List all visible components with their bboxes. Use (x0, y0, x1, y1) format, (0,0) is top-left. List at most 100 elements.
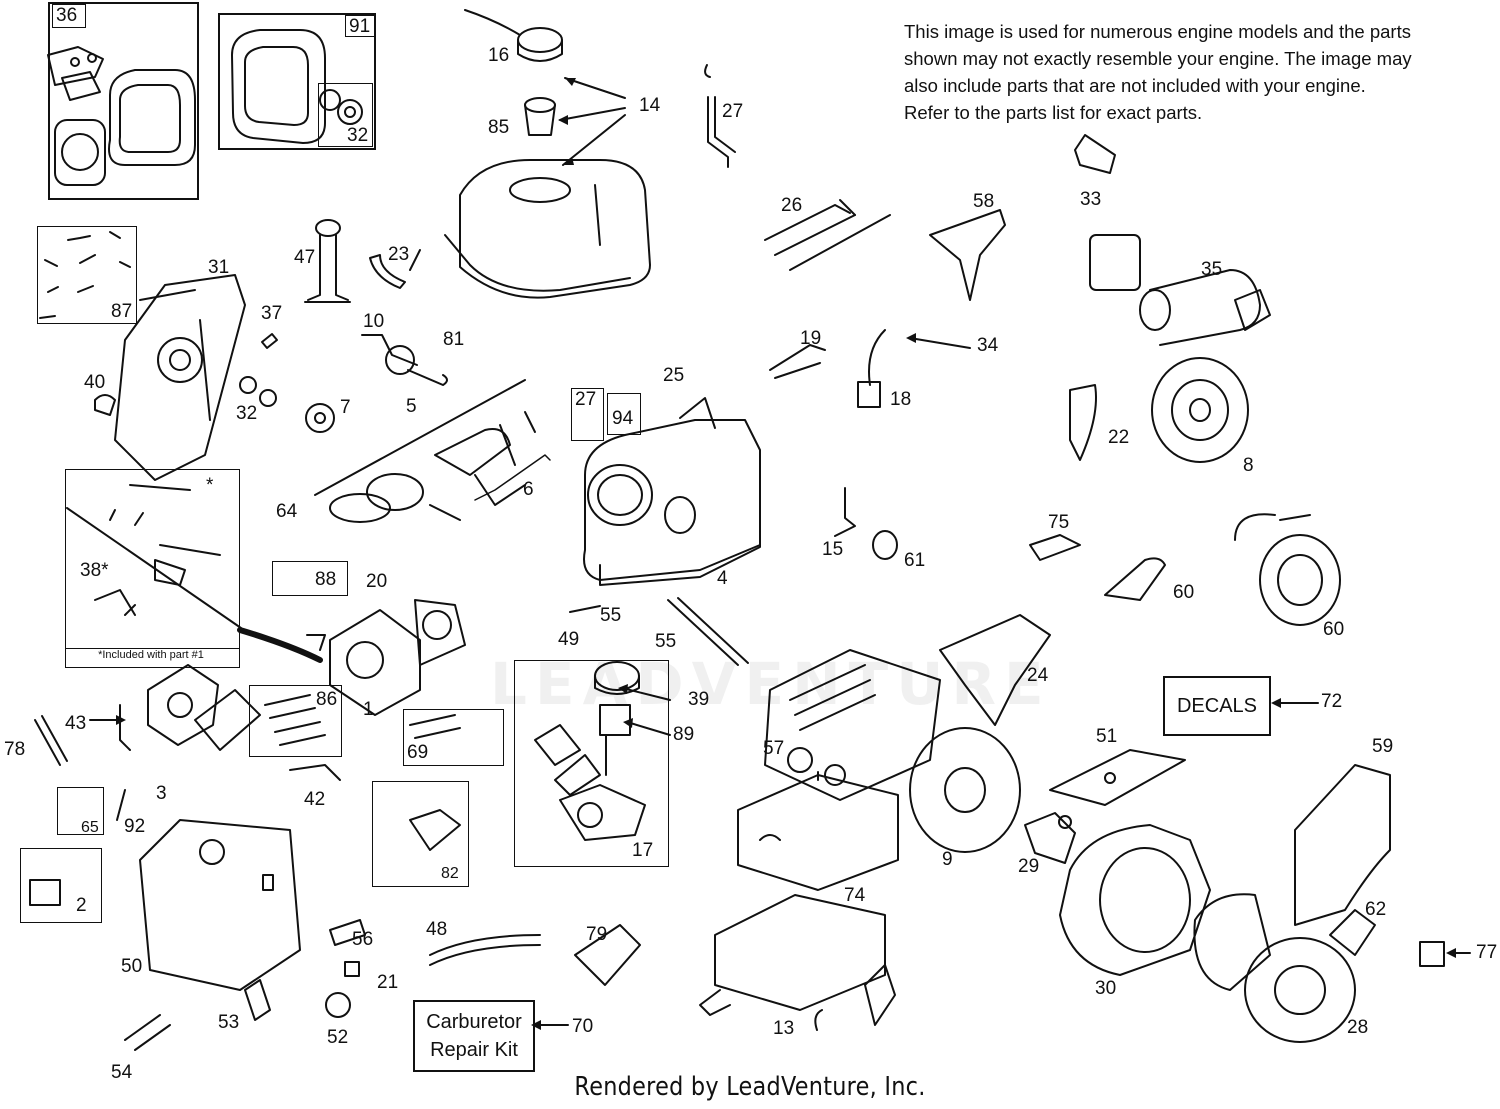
piston-assembly-drawing (314, 379, 536, 523)
callout-1: 1 (363, 699, 374, 720)
starter-motor-drawing (1074, 134, 1271, 346)
callout-87: 87 (111, 301, 133, 322)
callout-77: 77 (1476, 942, 1498, 963)
parts-65-box (57, 787, 104, 835)
disclaimer-line: also include parts that are not included… (904, 75, 1366, 96)
callout-57: 57 (763, 738, 785, 759)
disclaimer-text: This image is used for numerous engine m… (904, 18, 1484, 126)
callout-43: 43 (65, 713, 87, 734)
callout-65: 65 (81, 819, 99, 836)
callout-82: 82 (441, 865, 459, 882)
callout-89: 89 (673, 724, 695, 745)
parts-69-box (403, 709, 504, 766)
choke-rod-27-drawing (704, 64, 736, 168)
callout-88: 88 (315, 569, 337, 590)
callout-27: 27 (722, 101, 744, 122)
callout-70: 70 (572, 1016, 594, 1037)
callout-69: 69 (407, 742, 429, 763)
callout-55: 55 (600, 605, 622, 626)
callout-79: 79 (586, 924, 608, 945)
valve-kit-drawing (66, 484, 242, 629)
callout-55: 55 (655, 631, 677, 652)
footer-credit: Rendered by LeadVenture, Inc. (574, 1072, 926, 1102)
part-77-drawing (1419, 941, 1445, 967)
parts-86-box (249, 685, 342, 757)
callout-56: 56 (352, 929, 374, 950)
decals-label: DECALS (1176, 695, 1258, 717)
decals-label-box: DECALS (1163, 676, 1271, 736)
cooling-fan-drawing (909, 727, 1076, 864)
callout-5: 5 (406, 396, 417, 417)
callout-34: 34 (977, 335, 999, 356)
callout-27: 27 (575, 389, 597, 410)
fuel-tank-drawing (409, 9, 651, 299)
callout-91: 91 (349, 16, 371, 37)
watermark: LEADVENTURE (490, 650, 1052, 718)
callout-59: 59 (1372, 736, 1394, 757)
callout-2: 2 (76, 895, 87, 916)
shroud-panel-59-drawing (1294, 764, 1391, 926)
callout-78: 78 (4, 739, 26, 760)
gasket-91-drawing (231, 29, 363, 144)
callout-50: 50 (121, 956, 143, 977)
muffler-guard-drawing (764, 649, 941, 801)
bracket-lines (474, 454, 551, 501)
dipstick-and-hose-drawing (304, 219, 406, 303)
misc-parts-drawing (29, 664, 641, 1051)
bolt-set-87-drawing (39, 231, 131, 319)
kit-note: *Included with part #1 (98, 649, 204, 661)
carburetor-repair-kit-box: Carburetor Repair Kit (413, 1000, 535, 1072)
callout-29: 29 (1018, 856, 1040, 877)
callout-85: 85 (488, 117, 510, 138)
gasket-91-box (218, 13, 376, 150)
callout-10: 10 (363, 311, 385, 332)
callout-star: * (206, 475, 214, 496)
base-plate-51-drawing (1049, 749, 1186, 806)
callout-60: 60 (1173, 582, 1195, 603)
muffler-drawing (699, 771, 899, 1031)
callout-92: 92 (124, 816, 146, 837)
callout-22: 22 (1108, 427, 1130, 448)
callout-13: 13 (773, 1018, 795, 1039)
gasket-set-82-box (372, 781, 469, 887)
recoil-starter-drawing (1244, 909, 1376, 1043)
callout-86: 86 (316, 689, 338, 710)
callout-53: 53 (218, 1012, 240, 1033)
callout-31: 31 (208, 257, 230, 278)
callout-24: 24 (1027, 665, 1049, 686)
carburetor-repair-kit-line1: Carburetor (426, 1011, 522, 1033)
carburetor-repair-kit-line2: Repair Kit (430, 1039, 518, 1061)
disclaimer-line: shown may not exactly resemble your engi… (904, 48, 1412, 69)
carburetor-drawing (534, 661, 646, 841)
callout-36: 36 (56, 5, 78, 26)
callout-54: 54 (111, 1062, 133, 1083)
bolt-set-87-box (37, 226, 137, 324)
callout-72: 72 (1321, 691, 1343, 712)
callout-33: 33 (1080, 189, 1102, 210)
callout-60: 60 (1323, 619, 1345, 640)
callout-51: 51 (1096, 726, 1118, 747)
callout-20: 20 (366, 571, 388, 592)
callout-64: 64 (276, 501, 298, 522)
callout-16: 16 (488, 45, 510, 66)
callout-30: 30 (1095, 978, 1117, 999)
callout-94: 94 (612, 408, 634, 429)
callout-28: 28 (1347, 1017, 1369, 1038)
governor-linkage-drawing (764, 199, 1006, 301)
callout-25: 25 (663, 365, 685, 386)
callout-arrows (89, 77, 1471, 1026)
disclaimer-line: This image is used for numerous engine m… (904, 21, 1411, 42)
callout-38: 38* (80, 560, 109, 581)
callout-47: 47 (294, 247, 316, 268)
callout-48: 48 (426, 919, 448, 940)
fan-shroud-30-drawing (1059, 824, 1271, 991)
gasket-set-36-drawing (47, 46, 196, 186)
callout-18: 18 (890, 389, 912, 410)
arrowheads (116, 78, 1456, 1030)
ignition-coil-drawing (769, 329, 1097, 461)
callout-74: 74 (844, 885, 866, 906)
engine-block-drawing (569, 397, 761, 666)
callout-49: 49 (558, 629, 580, 650)
